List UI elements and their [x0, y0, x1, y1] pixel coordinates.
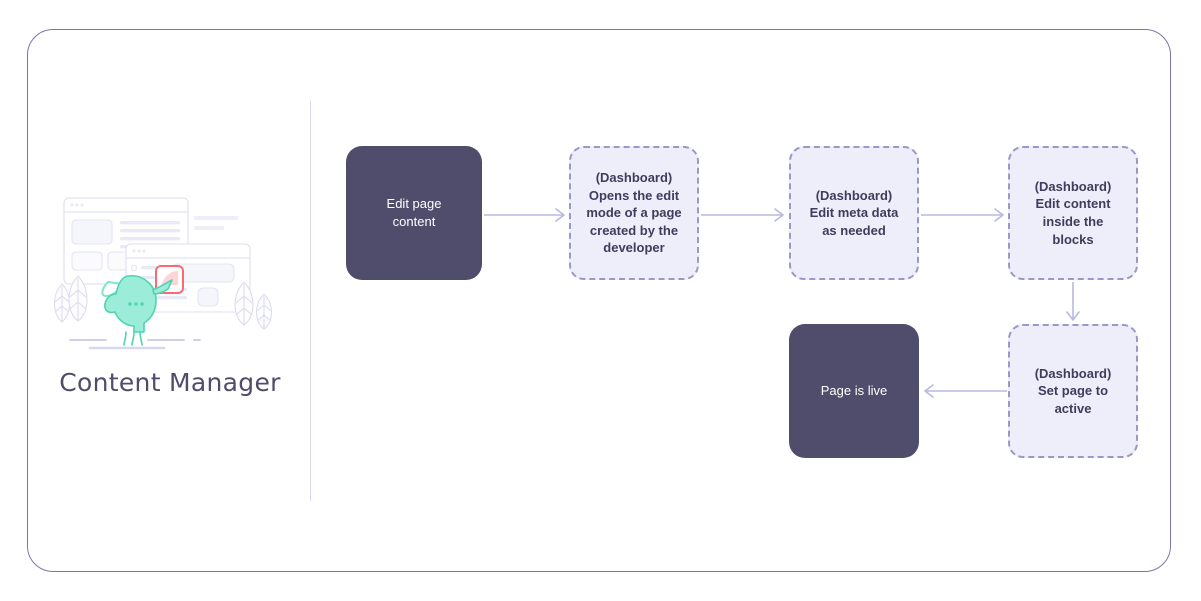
flow-node-label: Page is live — [820, 383, 888, 399]
flow-arrow-3 — [921, 208, 1004, 222]
flow-node-edit-page-content[interactable]: Edit page content — [346, 146, 482, 280]
flow-node-opens-edit-mode[interactable]: (Dashboard) Opens the edit mode of a pag… — [569, 146, 699, 280]
page-title: Content Manager — [59, 368, 281, 397]
flow-node-label: Edit page content — [386, 196, 442, 229]
flow-node-edit-content-blocks[interactable]: (Dashboard) Edit content inside the bloc… — [1008, 146, 1138, 280]
flow-arrow-4 — [1066, 282, 1080, 321]
left-panel: Content Manager — [40, 190, 300, 410]
flow-node-label: (Dashboard) Set page to active — [1034, 365, 1112, 416]
flow-node-page-is-live[interactable]: Page is live — [789, 324, 919, 458]
content-manager-illustration — [53, 197, 273, 350]
flow-node-label: (Dashboard) Edit content inside the bloc… — [1034, 178, 1112, 247]
flow-node-label: (Dashboard) Edit meta data as needed — [809, 187, 899, 238]
flow-arrow-5 — [924, 384, 1007, 398]
flow-arrow-1 — [484, 208, 565, 222]
vertical-divider — [310, 101, 312, 501]
flow-node-label: (Dashboard) Opens the edit mode of a pag… — [586, 170, 682, 256]
flow-node-edit-meta-data[interactable]: (Dashboard) Edit meta data as needed — [789, 146, 919, 280]
flow-arrow-2 — [701, 208, 784, 222]
flow-node-set-page-active[interactable]: (Dashboard) Set page to active — [1008, 324, 1138, 458]
